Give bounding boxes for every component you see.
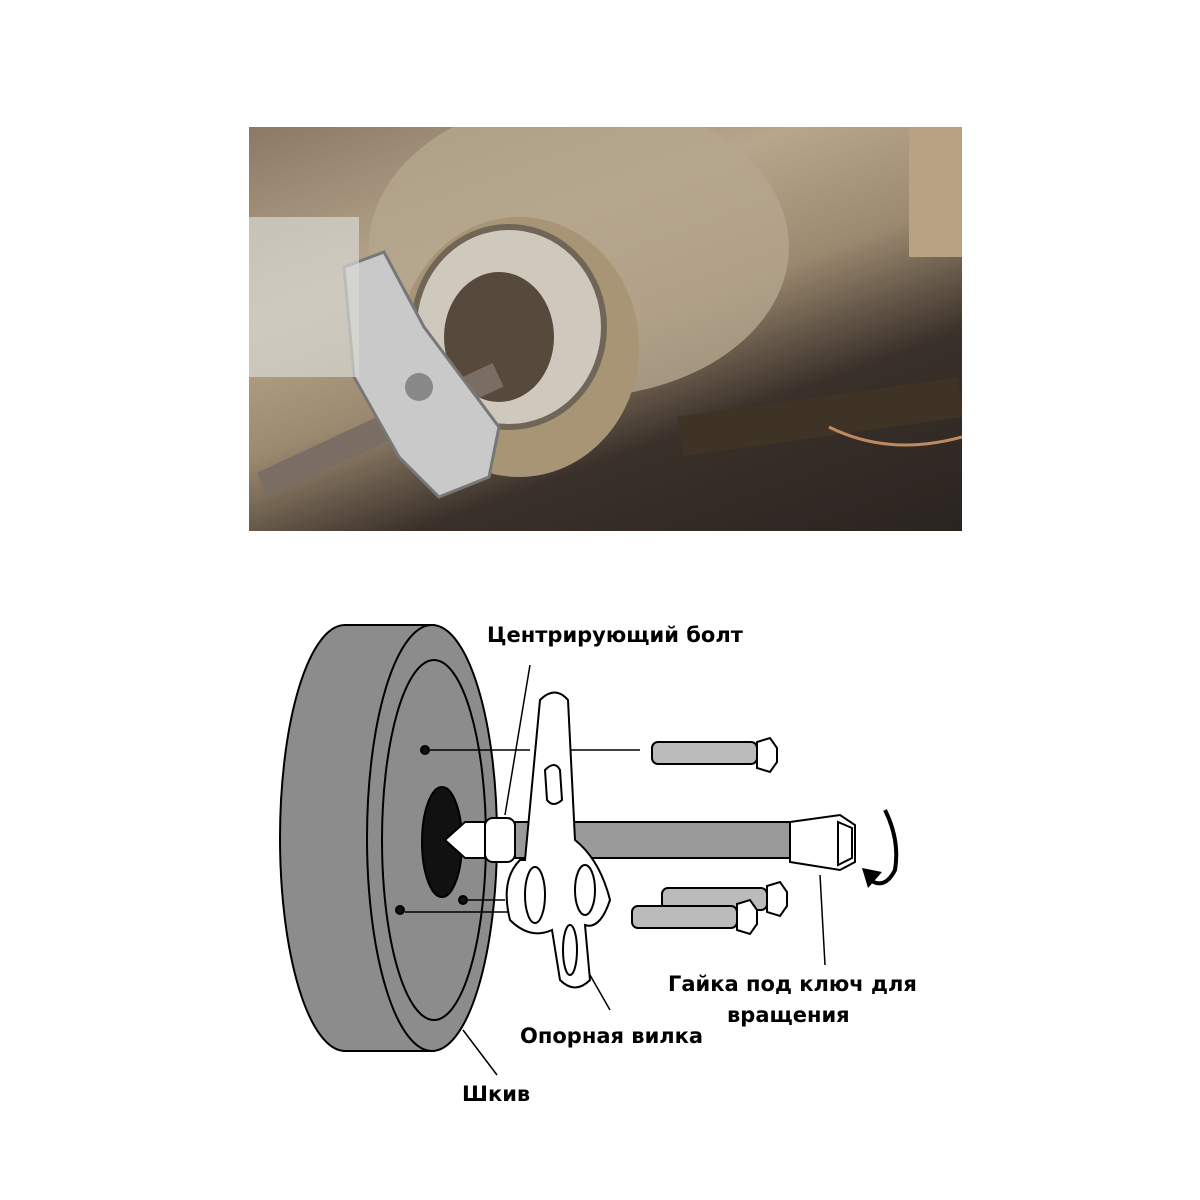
- centering-bolt: [443, 817, 796, 863]
- label-pulley: Шкив: [462, 1082, 531, 1106]
- support-fork: [505, 691, 612, 989]
- rotation-arrow-icon: [862, 809, 899, 888]
- label-wrench-nut-line2: вращения: [727, 1003, 850, 1027]
- puller-diagram-drawing: [279, 624, 899, 1076]
- bolts: [631, 736, 788, 936]
- leader-lines: [405, 664, 826, 1076]
- label-centering-bolt: Центрирующий болт: [487, 623, 743, 647]
- label-wrench-nut-line1: Гайка под ключ для: [668, 972, 917, 996]
- label-support-fork: Опорная вилка: [520, 1024, 704, 1048]
- puller-diagram: Центрирующий болт Гайка под ключ для вра…: [0, 560, 1200, 1200]
- wrench-nut: [789, 813, 856, 872]
- engine-photo-illustration: [249, 127, 962, 499]
- engine-photo: [249, 127, 962, 531]
